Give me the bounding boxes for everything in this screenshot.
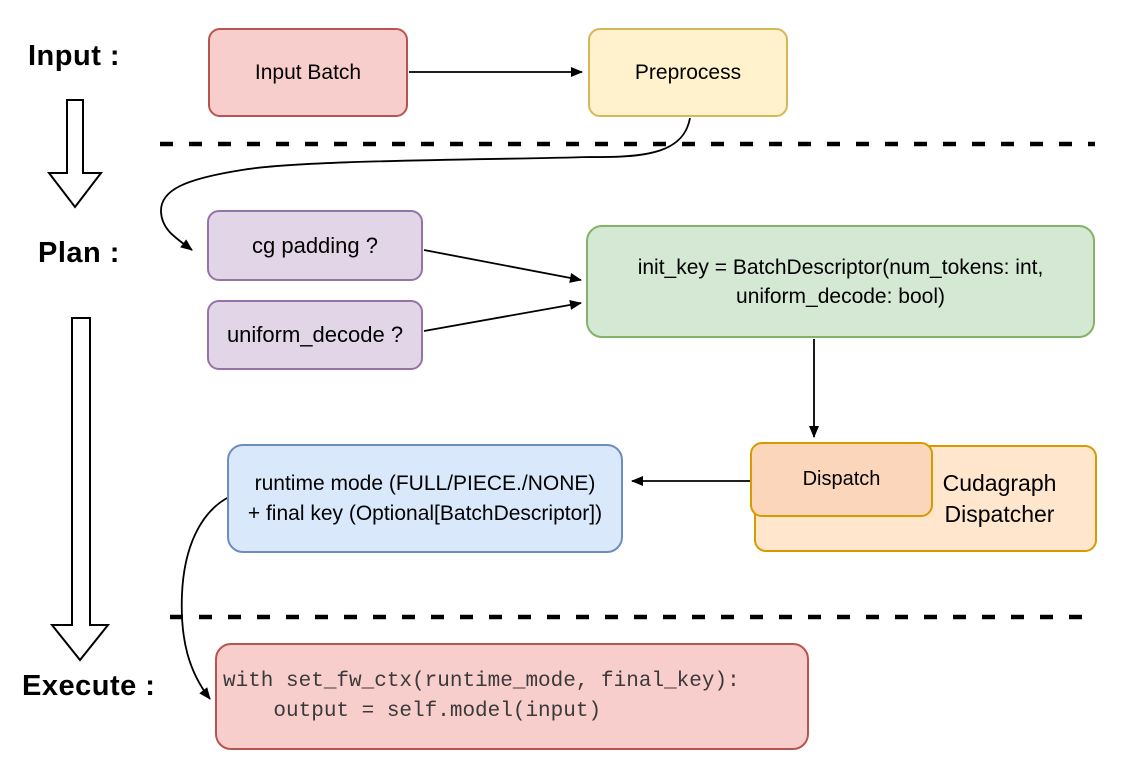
cg-padding-label: cg padding ? [252, 232, 378, 258]
arrow-cg-padding-to-init-key [423, 249, 582, 283]
cudagraph-dispatcher-label: Cudagraph Dispatcher [912, 447, 1087, 550]
input-batch-node: Input Batch [208, 28, 408, 117]
stage-label-plan: Plan : [38, 237, 120, 269]
curve-runtime-to-execute-code [180, 496, 230, 700]
init-key-line2: uniform_decode: bool) [736, 284, 945, 308]
arrow-uniform-decode-to-init-key [423, 300, 582, 332]
input-batch-label: Input Batch [254, 60, 362, 84]
execute-code-node: with set_fw_ctx(runtime_mode, final_key)… [215, 643, 809, 750]
dispatch-node: Dispatch [750, 442, 933, 517]
preprocess-node: Preprocess [588, 28, 788, 117]
runtime-result-line1: runtime mode (FULL/PIECE./NONE) [254, 471, 596, 495]
dispatch-label: Dispatch [802, 468, 881, 490]
execute-code-line2: output = self.model(input) [223, 699, 602, 723]
execute-code-line1: with set_fw_ctx(runtime_mode, final_key)… [223, 669, 740, 693]
uniform-decode-label: uniform_decode ? [226, 322, 404, 347]
cudagraph-dispatcher-line2: Dispatcher [944, 500, 1055, 527]
cudagraph-dispatcher-line1: Cudagraph [942, 469, 1057, 496]
cg-padding-node: cg padding ? [207, 210, 423, 281]
runtime-result-node: runtime mode (FULL/PIECE./NONE) + final … [227, 444, 623, 553]
preprocess-label: Preprocess [634, 60, 742, 84]
stage-arrow-plan-to-execute [49, 317, 111, 662]
stage-label-execute: Execute : [22, 670, 156, 702]
curve-preprocess-to-plan [160, 117, 691, 251]
init-key-node: init_key = BatchDescriptor(num_tokens: i… [586, 225, 1095, 338]
stage-label-input: Input : [28, 40, 121, 72]
runtime-result-line2: + final key (Optional[BatchDescriptor]) [247, 501, 603, 525]
init-key-line1: init_key = BatchDescriptor(num_tokens: i… [637, 255, 1044, 279]
stage-arrow-input-to-plan [46, 99, 104, 209]
uniform-decode-node: uniform_decode ? [207, 300, 423, 370]
